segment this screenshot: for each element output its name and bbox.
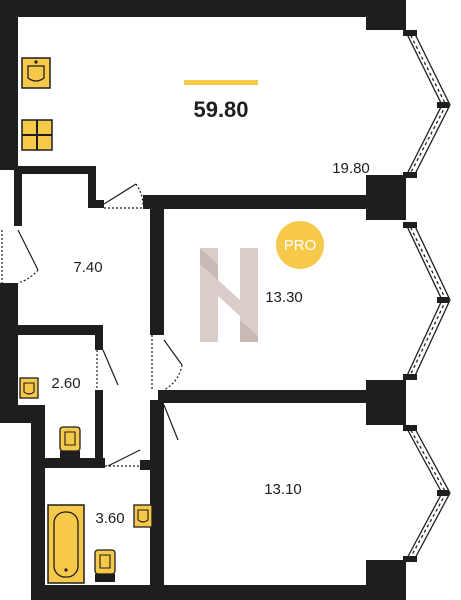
sink-icon xyxy=(133,504,153,528)
total-area-underline xyxy=(184,80,258,85)
bathtub-icon xyxy=(47,504,85,584)
total-area: 59.80 xyxy=(193,97,248,122)
walls xyxy=(0,0,406,600)
room-area-bedroom-2: 13.10 xyxy=(264,481,302,498)
room-area-living: 19.80 xyxy=(332,160,370,177)
door-swing-icon xyxy=(1,183,183,467)
sink-icon xyxy=(19,377,39,399)
room-area-bedroom-1: 13.30 xyxy=(265,289,303,306)
pro-badge-label: PRO xyxy=(284,237,317,254)
window-bay-icon xyxy=(404,29,451,563)
brand-logo-icon xyxy=(200,248,258,342)
room-area-hall: 7.40 xyxy=(73,259,102,276)
toilet-icon xyxy=(94,549,116,582)
stove-icon xyxy=(21,119,53,151)
window-mullions xyxy=(403,30,449,562)
room-area-bathroom: 3.60 xyxy=(95,510,124,527)
pro-badge xyxy=(276,221,324,269)
sink-icon xyxy=(21,57,51,89)
toilet-icon xyxy=(59,426,81,459)
room-area-wc: 2.60 xyxy=(51,375,80,392)
